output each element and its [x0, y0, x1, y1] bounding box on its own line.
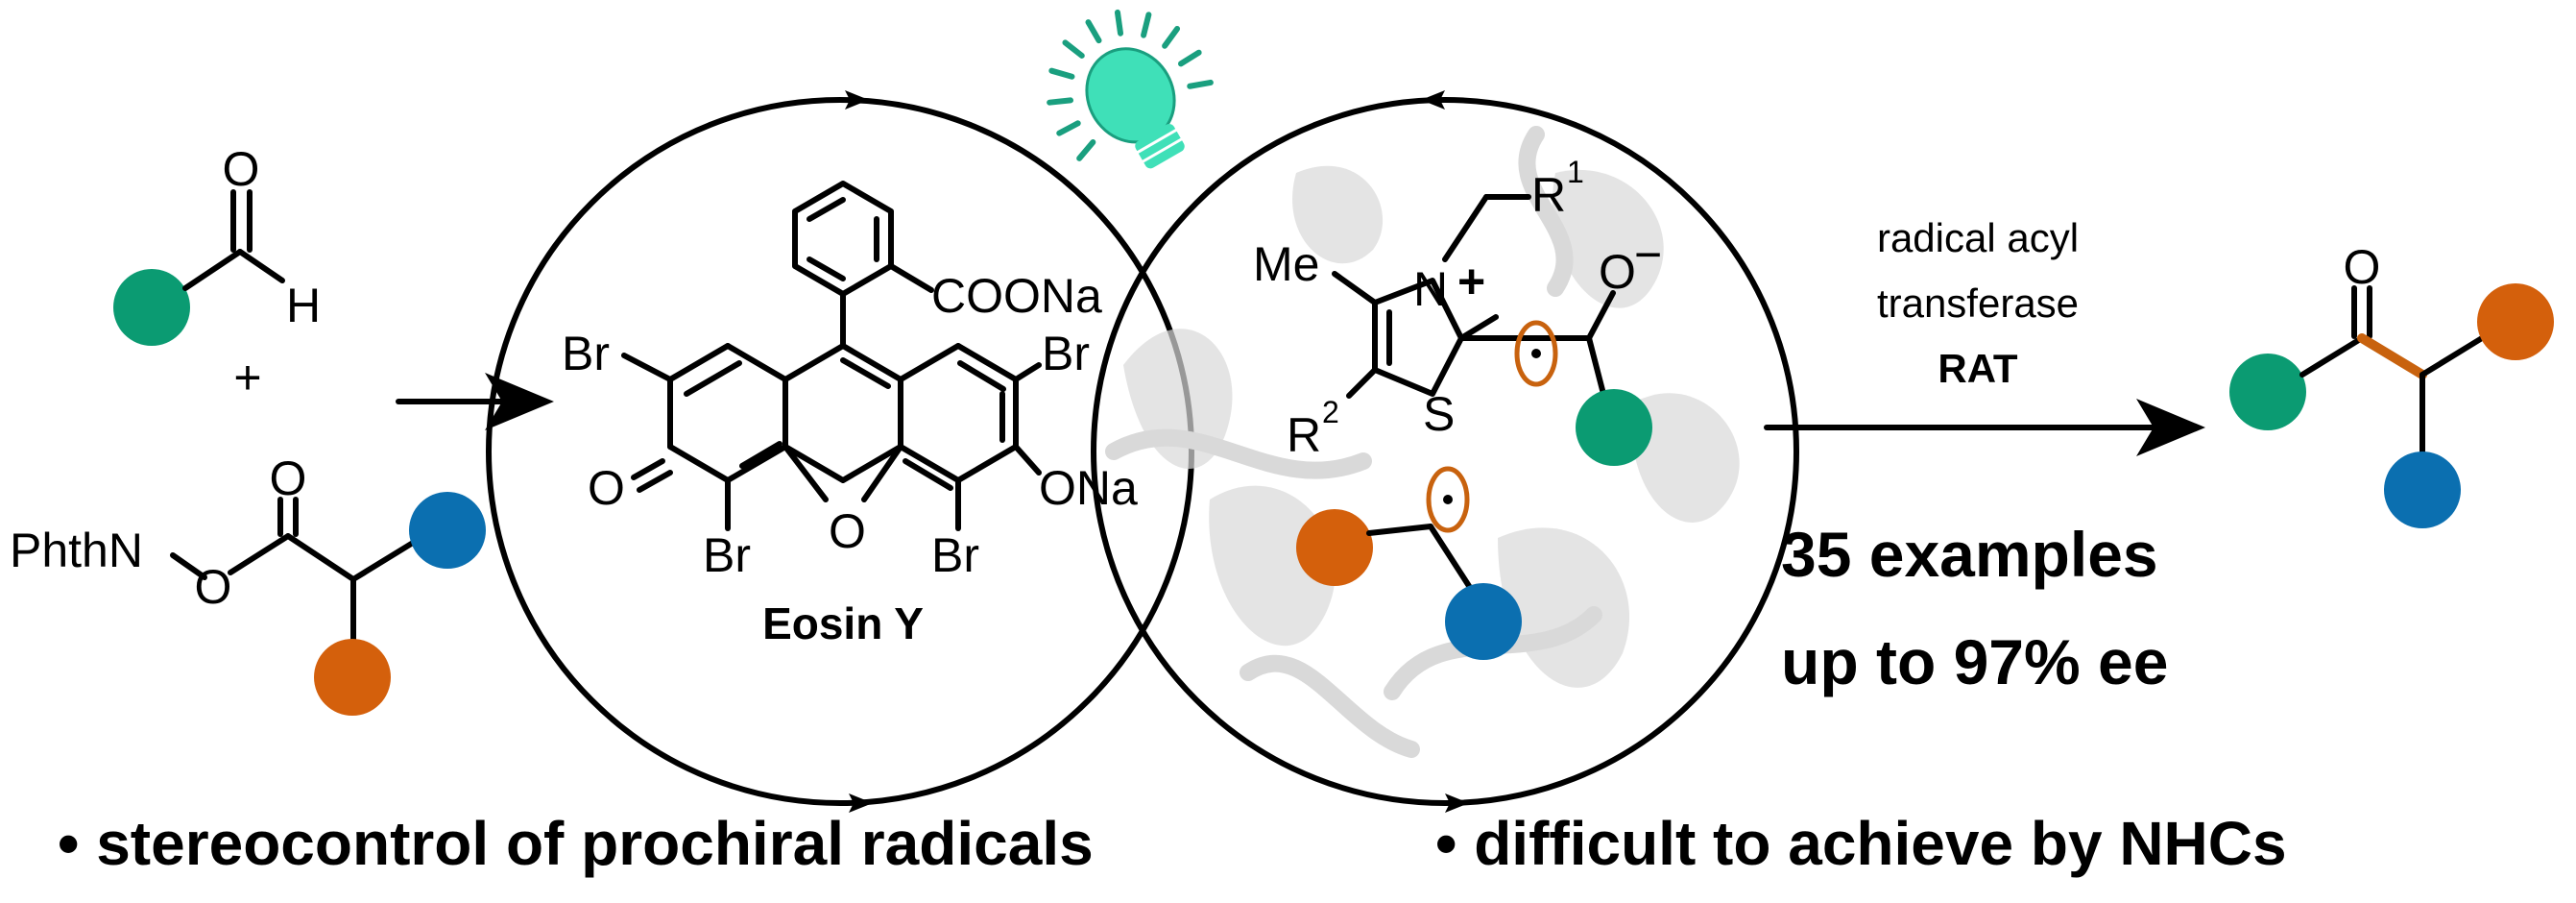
cycle-arrowhead-top	[845, 90, 869, 110]
alkoxide-oxygen: O	[1599, 245, 1636, 299]
ona-group: ONa	[1039, 461, 1138, 515]
aldehyde-reactant: O H	[113, 142, 321, 346]
ester-carbonyl-oxygen: O	[270, 452, 307, 505]
light-rays	[1047, 9, 1214, 161]
aldehyde-hydrogen: H	[286, 279, 321, 332]
cycle-arrowhead-bottom	[849, 793, 873, 813]
light-bulb-icon	[1047, 9, 1214, 169]
eosin-y-structure: COONa Br Br O	[562, 181, 1138, 648]
blue-substituent-ball	[409, 492, 486, 569]
protein-ribbon	[1292, 165, 1384, 264]
light-ray	[1178, 49, 1202, 67]
light-ray	[1187, 79, 1214, 89]
r1-superscript: 1	[1567, 155, 1584, 189]
orange-substituent-ball	[314, 639, 391, 716]
bromine-bottom-left: Br	[703, 528, 751, 582]
ee-value: up to 97% ee	[1781, 626, 2168, 697]
light-ray	[1114, 9, 1124, 37]
alpha-chiral-ketone-product: O	[2229, 240, 2554, 528]
methyl-label: Me	[1253, 237, 1319, 291]
bullet-stereocontrol: • stereocontrol of prochiral radicals	[58, 809, 1094, 878]
bromine-top-right: Br	[1042, 327, 1090, 380]
enzyme-cycle: Me N + R 1 R 2 S O −	[1091, 90, 1799, 813]
arrow-label-line2: transferase	[1877, 281, 2079, 326]
thiazolium-breslow-intermediate: Me N + R 1 R 2 S O −	[1253, 155, 1662, 466]
radical-orbital	[1426, 466, 1470, 533]
r2-superscript: 2	[1322, 395, 1339, 429]
examples-count: 35 examples	[1781, 519, 2158, 590]
product-carbonyl-oxygen: O	[2344, 240, 2381, 294]
light-ray	[1085, 19, 1102, 44]
bullet-nhc-difficulty: • difficult to achieve by NHCs	[1435, 809, 2287, 878]
light-ray	[1062, 39, 1085, 59]
blue-substituent-ball	[2384, 452, 2461, 528]
coona-group: COONa	[931, 269, 1102, 323]
thiazolium-charge: +	[1457, 255, 1485, 308]
r2-group: R	[1287, 408, 1321, 462]
enzyme-arrowhead-top	[1421, 90, 1445, 110]
ester-oxygen-bridge: O	[195, 560, 232, 614]
radical-orbital	[1514, 320, 1558, 387]
arrow-label-rat: RAT	[1938, 346, 2018, 391]
thiazolium-sulfur: S	[1423, 387, 1455, 441]
thiazolium-nitrogen: N	[1413, 262, 1448, 316]
alkoxide-charge: −	[1634, 228, 1662, 281]
protein-ribbon	[1518, 126, 1574, 297]
protein-ribbon	[1105, 428, 1372, 479]
phthn-label: PhthN	[10, 524, 143, 577]
aldehyde-oxygen: O	[223, 142, 260, 196]
protein-ribbon	[1240, 654, 1420, 758]
orange-substituent-ball	[1296, 509, 1373, 586]
xanthene-oxygen: O	[829, 504, 866, 558]
ketone-oxygen: O	[588, 461, 625, 515]
green-substituent-ball	[1576, 389, 1652, 466]
protein-ribbon	[1552, 169, 1664, 308]
enzyme-cycle-ring	[1091, 97, 1799, 806]
light-ray	[1162, 25, 1181, 49]
redox-active-ester: PhthN O O	[10, 452, 486, 716]
arrow-label-line1: radical acyl	[1877, 215, 2079, 260]
photocatalyst-cycle: COONa Br Br O	[486, 90, 1194, 813]
light-ray	[1076, 139, 1096, 161]
light-ray	[1141, 12, 1152, 38]
r1-group: R	[1531, 168, 1566, 222]
green-substituent-ball	[113, 269, 190, 346]
blue-substituent-ball	[1445, 583, 1522, 660]
plus-sign: +	[233, 351, 261, 404]
orange-substituent-ball	[2477, 283, 2554, 360]
eosin-cycle-ring	[486, 97, 1194, 806]
rat-reaction-arrow: radical acyl transferase RAT	[1764, 215, 2205, 456]
green-substituent-ball	[2229, 354, 2306, 430]
enzyme-arrowhead-bottom	[1445, 793, 1469, 813]
light-ray	[1047, 97, 1074, 106]
light-ray	[1048, 67, 1075, 80]
bromine-bottom-right: Br	[931, 528, 979, 582]
light-ray	[1056, 120, 1081, 136]
protein-ribbon	[1631, 393, 1740, 523]
eosin-y-label: Eosin Y	[762, 598, 924, 648]
bromine-top-left: Br	[562, 327, 610, 380]
prochiral-radical	[1296, 466, 1522, 660]
